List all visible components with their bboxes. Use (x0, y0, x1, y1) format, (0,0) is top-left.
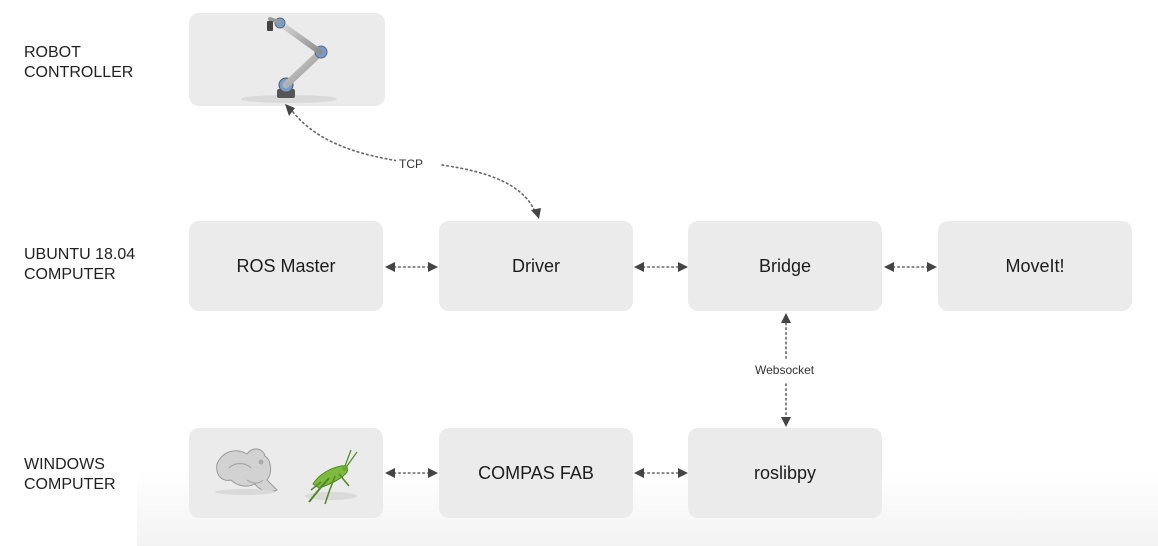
rhino-icon (215, 448, 278, 495)
rhino-grasshopper-box (189, 428, 383, 518)
arrowhead-tcp-driver (531, 208, 541, 219)
node-compas-fab: COMPAS FAB (439, 428, 633, 518)
node-driver: Driver (439, 221, 633, 311)
arrowhead-roslibpy-left (678, 468, 688, 478)
edge-label-websocket: Websocket (752, 363, 818, 377)
arrowhead-compasfab-right (634, 468, 644, 478)
arrowhead-moveit (927, 262, 937, 272)
arrowhead-tcp-robot (285, 104, 295, 116)
grasshopper-icon (305, 449, 358, 505)
edge-label-tcp: TCP (396, 157, 426, 171)
arrowhead-roslibpy-top (781, 417, 791, 427)
node-roslibpy: roslibpy (688, 428, 882, 518)
row-label-robot-controller: ROBOT CONTROLLER (24, 44, 134, 81)
arrowhead-rosmaster (385, 262, 395, 272)
connector-tcp-right (441, 164, 537, 215)
node-bridge: Bridge (688, 221, 882, 311)
arrowhead-rhino (385, 468, 395, 478)
row-label-ubuntu-computer: UBUNTU 18.04 COMPUTER (24, 246, 136, 283)
arrowhead-compasfab-left (428, 468, 438, 478)
robot-controller-box (189, 13, 385, 106)
node-ros-master: ROS Master (189, 221, 383, 311)
arrowhead-bridge-bottom (781, 313, 791, 323)
rhino-grasshopper-icons (215, 448, 358, 505)
row-label-windows-computer: WINDOWS COMPUTER (24, 456, 116, 493)
arrowhead-driver-right (634, 262, 644, 272)
arrowhead-driver-left (428, 262, 438, 272)
arrowhead-bridge-right (884, 262, 894, 272)
robot-arm-icon (241, 17, 337, 103)
node-moveit: MoveIt! (938, 221, 1132, 311)
connector-tcp-left (289, 107, 412, 164)
arrowhead-bridge-left (678, 262, 688, 272)
